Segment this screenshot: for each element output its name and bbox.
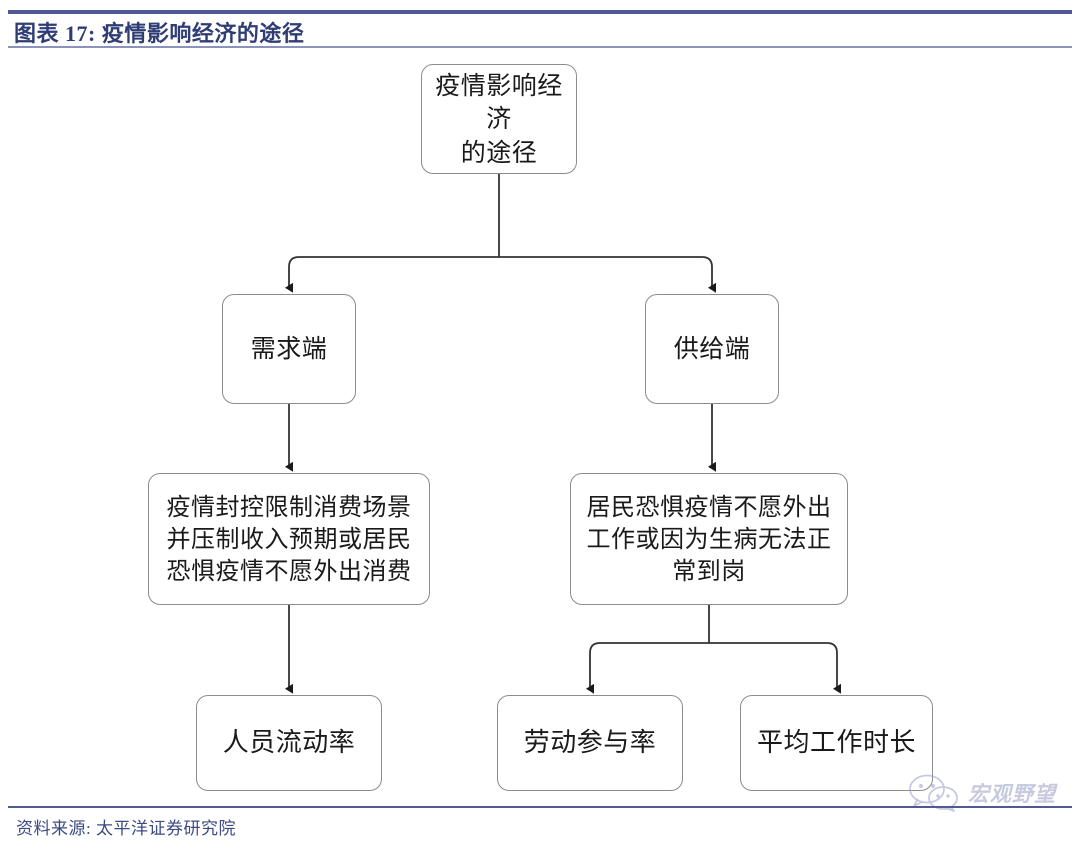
flowchart-edges xyxy=(285,174,841,694)
node-supply-side-label: 供给端 xyxy=(673,334,751,364)
header-rule-bottom xyxy=(8,46,1072,48)
node-labor-participation-rate[interactable]: 劳动参与率 xyxy=(497,695,683,791)
footer-rule xyxy=(8,806,1072,808)
flowchart-canvas: 疫情影响经济的途径 需求端 供给端 疫情封控限制消费场景并压制收入预期或居民恐惧… xyxy=(0,50,1080,806)
edge-sdetail-to-lfpr xyxy=(586,642,709,694)
node-demand-detail[interactable]: 疫情封控限制消费场景并压制收入预期或居民恐惧疫情不愿外出消费 xyxy=(148,473,430,605)
node-mobility-rate-label: 人员流动率 xyxy=(222,727,356,758)
page-title: 图表 17: 疫情影响经济的途径 xyxy=(14,21,305,46)
node-average-work-hours-label: 平均工作时长 xyxy=(756,727,916,758)
node-root[interactable]: 疫情影响经济的途径 xyxy=(421,64,577,174)
node-supply-side[interactable]: 供给端 xyxy=(645,294,779,404)
header-rule-top xyxy=(8,10,1072,14)
node-demand-detail-label: 疫情封控限制消费场景并压制收入预期或居民恐惧疫情不愿外出消费 xyxy=(166,492,412,586)
node-demand-side-label: 需求端 xyxy=(250,334,328,364)
node-average-work-hours[interactable]: 平均工作时长 xyxy=(740,695,933,791)
node-supply-detail-label: 居民恐惧疫情不愿外出工作或因为生病无法正常到岗 xyxy=(586,492,832,586)
node-demand-side[interactable]: 需求端 xyxy=(222,294,356,404)
edge-root-to-supply xyxy=(499,256,716,293)
node-root-label: 疫情影响经济的途径 xyxy=(435,70,563,167)
source-note: 资料来源: 太平洋证券研究院 xyxy=(16,819,236,838)
node-labor-participation-rate-label: 劳动参与率 xyxy=(523,727,657,758)
node-supply-detail[interactable]: 居民恐惧疫情不愿外出工作或因为生病无法正常到岗 xyxy=(570,473,848,605)
edge-sdetail-to-hours xyxy=(709,642,841,694)
node-mobility-rate[interactable]: 人员流动率 xyxy=(196,695,382,791)
edge-root-to-demand xyxy=(285,256,499,293)
